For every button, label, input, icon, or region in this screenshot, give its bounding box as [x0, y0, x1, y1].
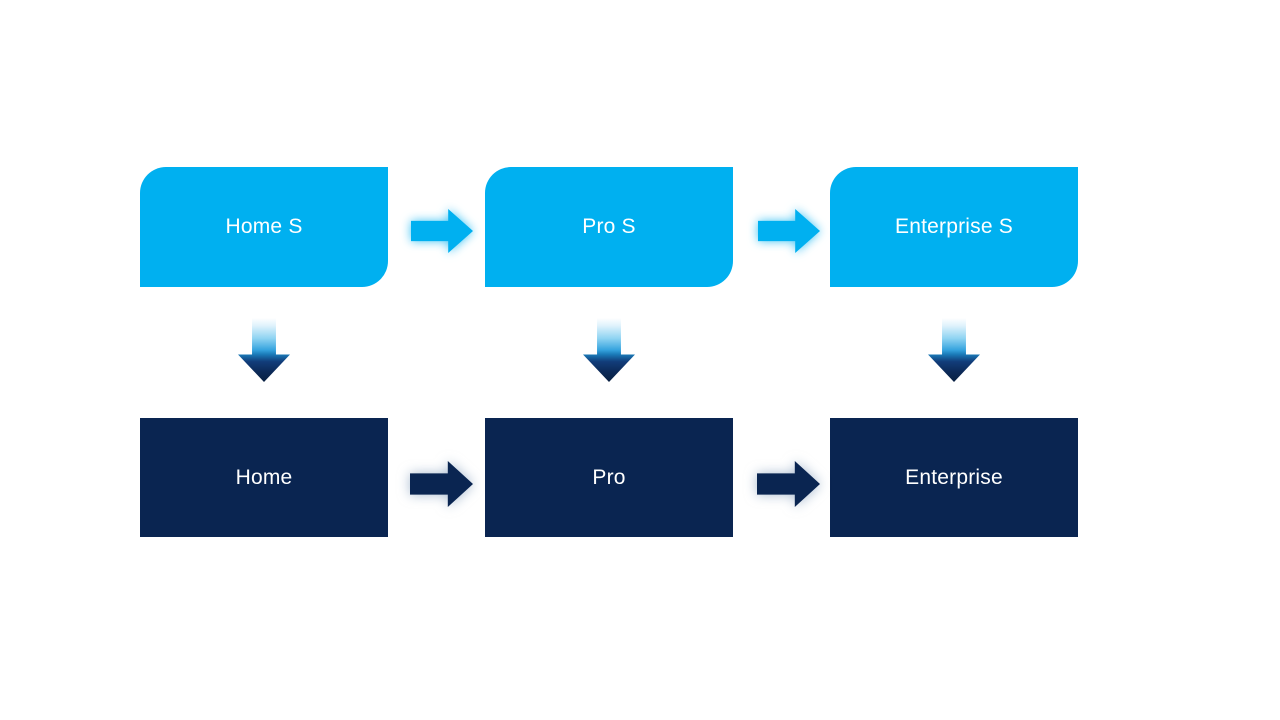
box-pro: Pro — [485, 418, 733, 537]
right-arrow-shape — [758, 209, 820, 253]
right-arrow-shape — [757, 461, 820, 507]
right-arrow-icon — [410, 461, 473, 507]
box-home-label: Home — [235, 465, 293, 489]
box-pro-s: Pro S — [485, 167, 733, 287]
right-arrow-icon — [757, 461, 820, 507]
down-arrow-icon — [928, 318, 980, 382]
down-arrow-icon — [583, 318, 635, 382]
down-arrow-icon — [238, 318, 290, 382]
box-pro-label: Pro — [592, 465, 626, 489]
right-arrow-shape — [410, 461, 473, 507]
box-enterprise-label: Enterprise — [905, 465, 1003, 489]
box-pro-s-label: Pro S — [582, 215, 636, 238]
box-enterprise-s-label: Enterprise S — [895, 215, 1013, 238]
box-home-s: Home S — [140, 167, 388, 287]
right-arrow-shape — [411, 209, 473, 253]
box-enterprise: Enterprise — [830, 418, 1078, 537]
right-arrow-icon — [758, 209, 820, 253]
box-home-s-label: Home S — [225, 215, 303, 238]
box-home: Home — [140, 418, 388, 537]
right-arrow-icon — [411, 209, 473, 253]
box-enterprise-s: Enterprise S — [830, 167, 1078, 287]
